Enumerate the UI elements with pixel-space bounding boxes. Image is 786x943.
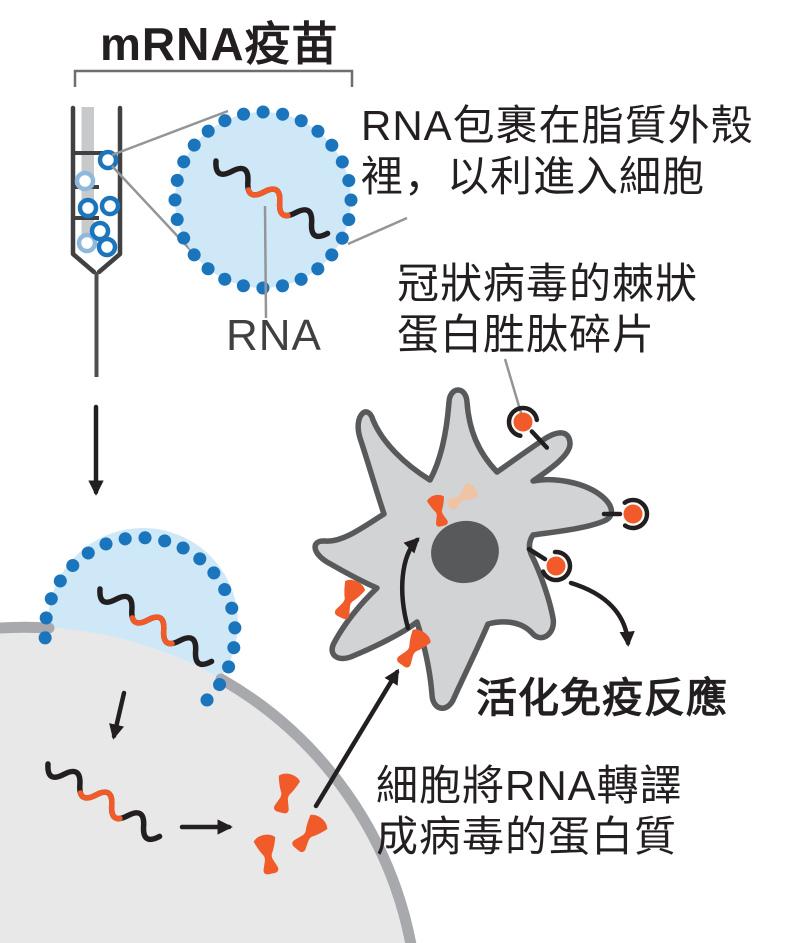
peptide-dot <box>623 504 643 524</box>
receptor-cradle <box>539 549 573 583</box>
vaccine-particle <box>89 220 111 242</box>
dendritic-cell-group <box>312 387 650 711</box>
dendritic-cell-nucleus <box>431 520 499 584</box>
vesicle-release-arrow <box>109 690 127 740</box>
page-title: mRNA疫苗 <box>100 18 339 70</box>
lipid-shell-note: RNA包裹在脂質外殼 裡，以利進入細胞 <box>361 100 754 202</box>
spike-protein-note: 冠狀病毒的棘狀 蛋白胜肽碎片 <box>397 258 698 360</box>
vaccine-particle <box>77 197 99 219</box>
translation-note-line2: 成病毒的蛋白質 <box>376 813 678 860</box>
syringe-barrel <box>70 105 123 275</box>
vaccine-particle <box>76 232 98 254</box>
spike-protein-note-line2: 蛋白胜肽碎片 <box>397 311 656 358</box>
lipid-shell-fill <box>175 112 351 288</box>
antigen-presentation-arrow <box>399 537 420 631</box>
rna-label: RNA <box>226 311 322 360</box>
receptor-with-peptide-icon <box>506 405 550 450</box>
translation-note: 細胞將RNA轉譯 成病毒的蛋白質 <box>376 760 683 862</box>
receptor-with-peptide-icon <box>601 497 650 531</box>
lipid-note-pointer-line <box>347 216 408 246</box>
mrna-strand-icon <box>45 761 163 842</box>
title-bracket <box>73 69 354 87</box>
receptor-stem <box>529 429 550 450</box>
fusing-vesicle-dotted-membrane <box>38 531 242 707</box>
vaccine-particle <box>99 195 121 217</box>
rna-pointer-line <box>263 205 268 319</box>
immune-activation-arrow <box>568 580 635 647</box>
receptor-stem <box>526 546 548 562</box>
receptor-with-peptide-icon <box>526 546 573 583</box>
receptor-cradle <box>506 405 540 439</box>
peptide-dot <box>546 556 566 576</box>
translation-note-line1: 細胞將RNA轉譯 <box>376 762 683 809</box>
spike-protein-note-line1: 冠狀病毒的棘狀 <box>397 260 699 307</box>
vaccine-particle <box>97 149 119 171</box>
mrna-strand-icon <box>97 586 215 667</box>
vaccine-particle <box>74 170 96 192</box>
magnifier-line-upper <box>111 109 229 157</box>
vaccine-particle <box>96 236 118 258</box>
syringe-icon <box>70 105 123 377</box>
body-cell-group <box>0 528 417 943</box>
body-cell-fill <box>0 627 410 943</box>
spike-note-pointer-line <box>503 358 523 414</box>
immune-activation-label: 活化免疫反應 <box>476 675 728 721</box>
lipid-shell-note-line2: 裡，以利進入細胞 <box>361 153 706 200</box>
lipid-shell-dotted-membrane <box>168 105 358 295</box>
receptor-cradle <box>616 497 650 531</box>
body-cell-membrane <box>0 621 417 943</box>
peptide-dot <box>513 412 533 432</box>
mrna-strand-icon <box>213 158 331 239</box>
lipid-shell-note-line1: RNA包裹在脂質外殼 <box>361 102 754 149</box>
protein-export-arrow <box>313 668 400 809</box>
lipid-nanoparticle-zoom <box>168 105 358 319</box>
